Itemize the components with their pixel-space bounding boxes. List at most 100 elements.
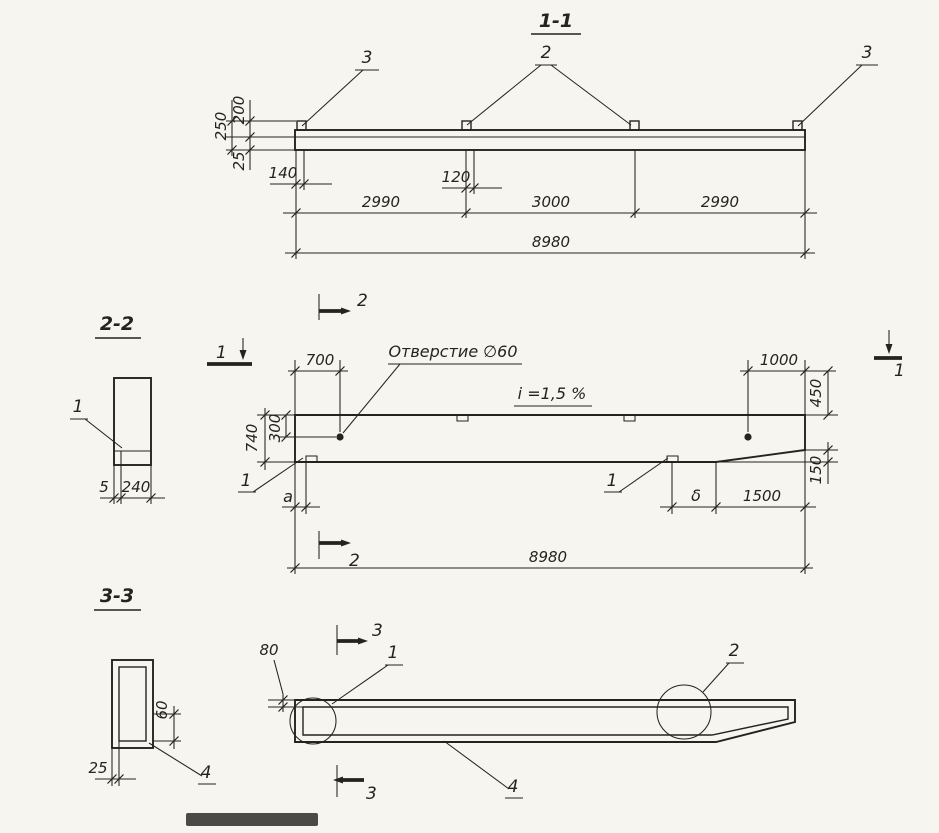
- marker-2-top-label: 2: [357, 291, 368, 311]
- dim-60: 60: [153, 700, 171, 719]
- dim-8980-top-group: 8980: [285, 218, 815, 259]
- dim-1500: 1500: [743, 487, 781, 505]
- callout-1-mid: 1: [604, 457, 669, 493]
- label-a: a: [283, 487, 293, 506]
- dim-740-group: 740: [243, 408, 295, 470]
- callout-3-right: 3: [797, 43, 878, 127]
- dim-3000: 3000: [532, 193, 570, 211]
- callout-4-bottom-label: 4: [508, 777, 519, 797]
- marker-3-top-label: 3: [372, 621, 383, 641]
- callout-1-left: 1: [238, 457, 304, 493]
- dim-60-group: 60: [153, 700, 181, 749]
- callout-4-bottom: 4: [443, 740, 523, 799]
- dim-140-group: 140: [269, 150, 332, 190]
- dim-240: 240: [122, 478, 151, 496]
- bottom-outline-inner: [302, 706, 789, 736]
- section-marker-3-bottom: 3: [333, 765, 377, 804]
- dim-2990-left: 2990: [362, 193, 400, 211]
- callout-2-bottom: 2: [702, 641, 744, 693]
- dim-150: 150: [807, 456, 825, 485]
- dim-8980-top: 8980: [532, 233, 570, 251]
- callout-3-left: 3: [301, 48, 379, 127]
- dim-200: 200: [230, 96, 248, 125]
- seat-plate-3: [629, 120, 640, 131]
- marker-1-right-label: 1: [894, 361, 905, 381]
- section-marker-1-right: 1: [874, 330, 905, 381]
- dims-section22: 5 240: [99, 465, 165, 504]
- hole-note: Отверстие ∅60: [342, 342, 522, 434]
- dim-80-group: 80: [259, 641, 303, 713]
- dim-1000: 1000: [760, 351, 798, 369]
- dim-700: 700: [306, 351, 335, 369]
- view-3-3: 3-3 60 25 4: [88, 585, 216, 786]
- slope-label: i =1,5 %: [518, 384, 587, 403]
- dim-700-group: 700: [288, 351, 348, 432]
- dim-25: 25: [230, 151, 248, 170]
- section-marker-1-left: 1: [207, 338, 252, 366]
- dim-2990-right: 2990: [701, 193, 739, 211]
- dims-left-heights: 200 250 25: [212, 96, 296, 171]
- callout-4-section33-label: 4: [201, 763, 212, 783]
- callout-3-left-label: 3: [362, 48, 373, 68]
- section-3-3-outer: [111, 659, 154, 749]
- callout-2-bottom-label: 2: [729, 641, 740, 661]
- dim-450-group: 450: [805, 365, 838, 421]
- callout-3-right-label: 3: [862, 43, 873, 63]
- dim-80: 80: [259, 641, 278, 659]
- callout-1-mid-label: 1: [607, 471, 618, 491]
- seat-plate-4: [792, 120, 803, 131]
- dim-150-group: 150: [716, 442, 838, 484]
- callout-1-bottom-label: 1: [388, 643, 399, 663]
- hole-left: [336, 433, 344, 441]
- section-3-3-inner: [118, 666, 147, 742]
- section-marker-2-bottom: 2: [318, 531, 360, 571]
- view-1-1: 1-1 3 2 3: [212, 10, 878, 259]
- slope-note: i =1,5 %: [514, 384, 592, 407]
- dim-250: 250: [212, 112, 230, 141]
- view-1-1-title: 1-1: [539, 10, 573, 32]
- dim-120: 120: [442, 168, 471, 186]
- view-bottom-plan: 1 2 4 80 3: [259, 621, 796, 804]
- marker-1-left-label: 1: [216, 343, 227, 363]
- callout-4-section33: 4: [148, 742, 216, 785]
- seat-plate-1: [296, 120, 307, 131]
- marker-3-bottom-label: 3: [366, 784, 377, 804]
- beam-plan-outline: [294, 414, 806, 463]
- scan-artifact: [186, 813, 318, 826]
- dim-300-group: 300: [266, 409, 336, 443]
- dim-8980-plan-group: 8980: [287, 450, 813, 574]
- callout-2-label: 2: [541, 43, 552, 63]
- callout-1-left-label: 1: [241, 471, 252, 491]
- view-elevation: i =1,5 % Отверстие ∅60 2 2 1: [207, 291, 905, 574]
- dim-740: 740: [243, 424, 261, 453]
- beam-elevation-outline: [294, 129, 806, 151]
- hole-right: [744, 433, 752, 441]
- dim-300: 300: [266, 414, 284, 443]
- seat-plate-2: [461, 120, 472, 131]
- section-marker-3-top: 3: [336, 621, 383, 655]
- view-2-2: 2-2 1 5 240: [70, 313, 165, 504]
- callout-1-section22: 1: [70, 397, 123, 449]
- section-2-2-outline: [113, 377, 152, 466]
- dim-120-group: 120: [442, 150, 502, 194]
- dims-spans: 2990 3000 2990: [283, 150, 817, 219]
- label-b: δ: [691, 486, 701, 505]
- callout-1-bottom: 1: [331, 643, 403, 705]
- callout-2: 2: [466, 43, 632, 126]
- dim-1000-group: 1000: [740, 351, 836, 432]
- dims-bottom-chain: a δ 1500: [282, 462, 816, 514]
- dim-5: 5: [99, 478, 109, 496]
- callout-1-section22-label: 1: [73, 397, 84, 417]
- dim-25-section33: 25: [88, 759, 107, 777]
- dim-8980-plan: 8980: [529, 548, 567, 566]
- view-3-3-title: 3-3: [100, 585, 134, 607]
- detail-circle-2: [656, 684, 712, 740]
- dim-25-group: 25: [88, 741, 136, 786]
- marker-2-bottom-label: 2: [349, 551, 360, 571]
- section-marker-2-top: 2: [318, 291, 368, 320]
- hole-label: Отверстие ∅60: [388, 342, 517, 361]
- dim-140: 140: [269, 164, 298, 182]
- view-2-2-title: 2-2: [100, 313, 134, 335]
